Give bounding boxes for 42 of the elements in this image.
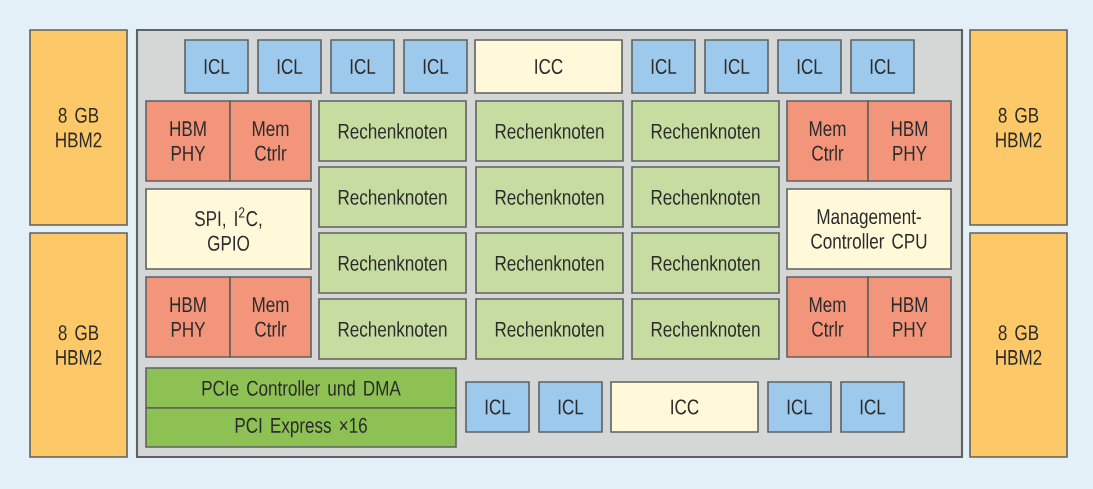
- phy-block: HBM PHY: [145, 100, 231, 182]
- interconnect-block: ICL: [184, 39, 249, 94]
- management-block: Management-Controller CPU: [786, 188, 952, 270]
- pcie-block: PCIe Controller und DMA: [145, 367, 457, 409]
- memory-controller-block: Mem Ctrlr: [229, 276, 312, 358]
- interconnect-block: ICC: [610, 381, 759, 433]
- interconnect-block: ICL: [777, 39, 842, 94]
- interconnect-block: ICL: [330, 39, 395, 94]
- compute-node-block: Rechenknoten: [475, 232, 624, 294]
- memory-controller-block: Mem Ctrlr: [786, 276, 869, 358]
- interconnect-block: ICL: [403, 39, 468, 94]
- compute-node-block: Rechenknoten: [318, 232, 467, 294]
- memory-controller-block: Mem Ctrlr: [229, 100, 312, 182]
- interconnect-block: ICL: [631, 39, 696, 94]
- compute-node-block: Rechenknoten: [631, 100, 780, 162]
- compute-node-block: Rechenknoten: [475, 166, 624, 228]
- interconnect-block: ICL: [257, 39, 322, 94]
- memory-stack: 8 GB HBM2: [29, 232, 128, 458]
- interconnect-block: ICL: [538, 381, 603, 433]
- interconnect-block: ICC: [474, 39, 623, 94]
- memory-stack: 8 GB HBM2: [29, 29, 128, 226]
- interconnect-block: ICL: [840, 381, 905, 433]
- compute-node-block: Rechenknoten: [631, 232, 780, 294]
- phy-block: HBM PHY: [867, 100, 952, 182]
- interconnect-block: ICL: [850, 39, 915, 94]
- io-block: SPI, I$^{2}$C, GPIO: [145, 188, 312, 270]
- interconnect-block: ICL: [704, 39, 769, 94]
- compute-node-block: Rechenknoten: [475, 100, 624, 162]
- compute-node-block: Rechenknoten: [318, 166, 467, 228]
- pcie-block: PCI Express ×16: [145, 407, 457, 448]
- phy-block: HBM PHY: [867, 276, 952, 358]
- compute-node-block: Rechenknoten: [631, 298, 780, 360]
- phy-block: HBM PHY: [145, 276, 231, 358]
- compute-node-block: Rechenknoten: [318, 298, 467, 360]
- compute-node-block: Rechenknoten: [631, 166, 780, 228]
- memory-controller-block: Mem Ctrlr: [786, 100, 869, 182]
- memory-stack: 8 GB HBM2: [969, 29, 1068, 226]
- memory-stack: 8 GB HBM2: [969, 232, 1068, 458]
- compute-node-block: Rechenknoten: [475, 298, 624, 360]
- interconnect-block: ICL: [465, 381, 530, 433]
- interconnect-block: ICL: [767, 381, 832, 433]
- compute-node-block: Rechenknoten: [318, 100, 467, 162]
